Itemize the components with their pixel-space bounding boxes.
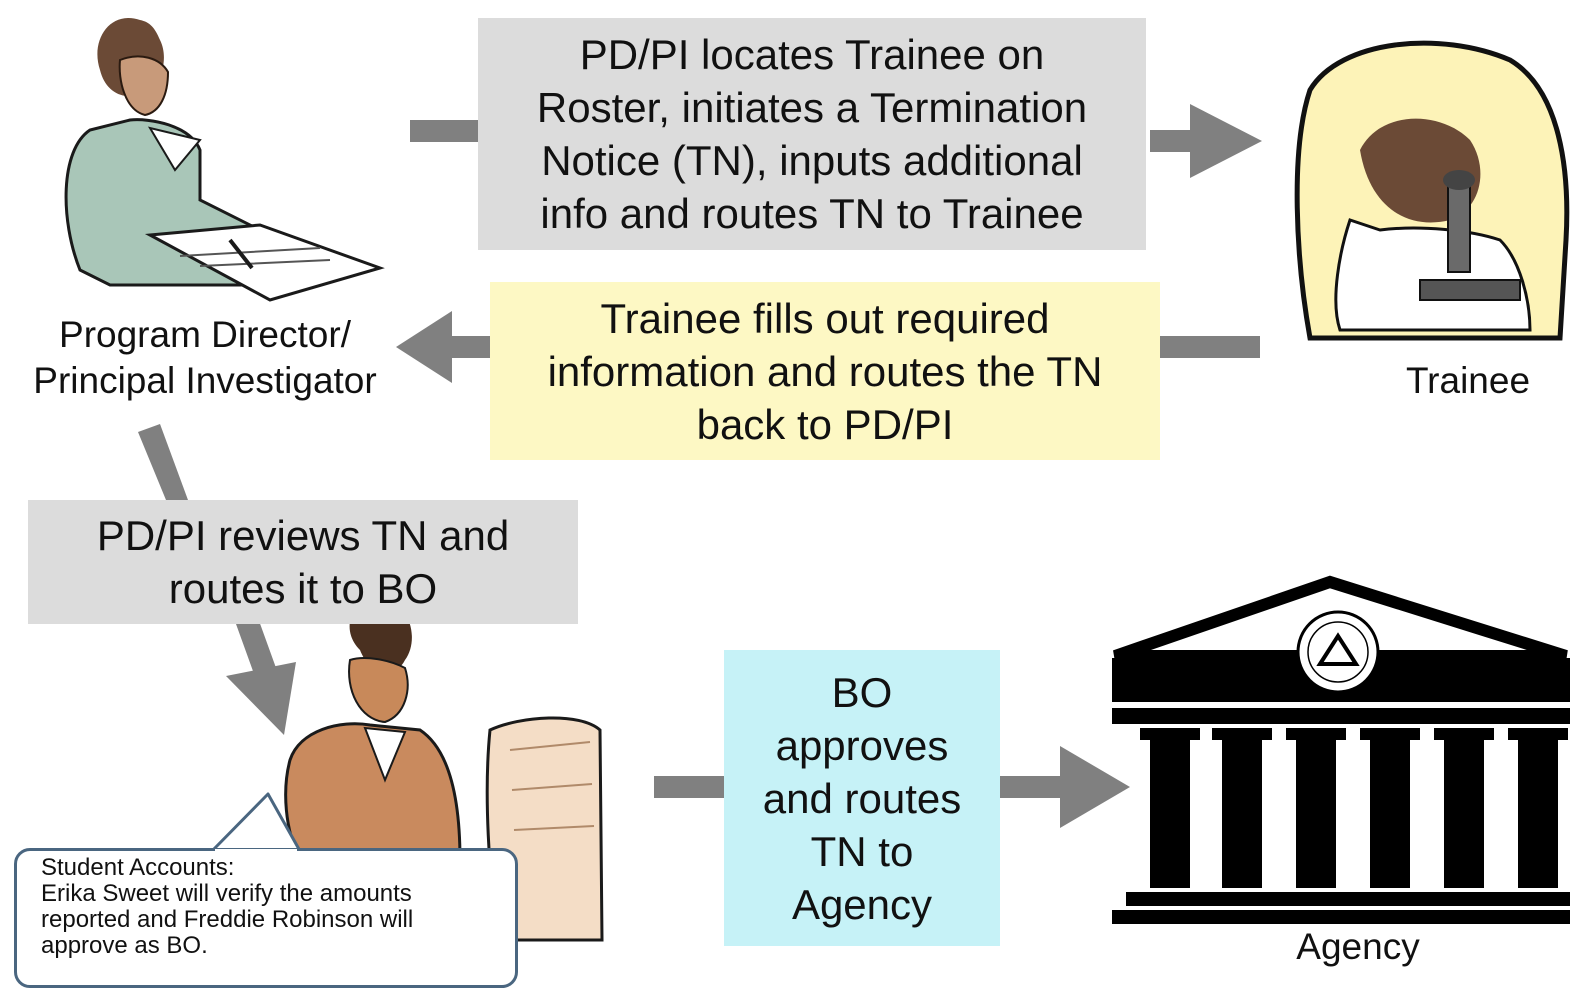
- step1-line: Notice (TN), inputs additional: [541, 137, 1083, 184]
- step4-line: and routes: [762, 774, 962, 822]
- connector-pdpi-to-step3: [138, 424, 188, 500]
- step4-line: approves: [775, 721, 949, 769]
- step2-line: information and routes the TN: [547, 347, 1103, 395]
- nih-building-icon: [1112, 575, 1570, 924]
- callout-line: Erika Sweet will verify the amounts: [41, 880, 412, 907]
- arrow-step4-to-agency: [1000, 746, 1130, 828]
- callout-line: Student Accounts:: [41, 854, 235, 881]
- step3-line: routes it to BO: [168, 565, 438, 612]
- step-pdpi-reviews: PD/PI reviews TN and routes it to BO: [28, 500, 578, 624]
- connector-pdpi-to-step1: [410, 120, 478, 142]
- arrow-step1-to-trainee: [1150, 104, 1262, 178]
- step4-line: Agency: [791, 880, 933, 928]
- step2-line: Trainee fills out required: [600, 294, 1050, 342]
- step4-line: BO: [831, 668, 893, 716]
- step4-line: TN to: [810, 827, 914, 875]
- connector-trainee-to-step2: [1160, 336, 1260, 358]
- step3-line: PD/PI reviews TN and: [96, 512, 510, 559]
- student-accounts-callout: Student Accounts: Erika Sweet will verif…: [14, 848, 518, 988]
- woman-reading-illustration: [64, 18, 385, 302]
- actor-label-pdpi: Program Director/ Principal Investigator: [0, 312, 410, 404]
- actor-label-trainee: Trainee: [1405, 360, 1531, 401]
- scientist-microscope-illustration: [1294, 40, 1570, 341]
- step-bo-approves: BO approves and routes TN to Agency: [724, 650, 1000, 946]
- step-trainee-fills: Trainee fills out required information a…: [490, 282, 1160, 460]
- arrow-step2-to-pdpi: [396, 311, 490, 383]
- actor-label-line: Principal Investigator: [33, 360, 377, 401]
- actor-label-agency: Agency: [1296, 926, 1420, 967]
- step1-line: info and routes TN to Trainee: [540, 190, 1084, 237]
- step1-line: PD/PI locates Trainee on: [579, 31, 1045, 78]
- arrow-step3-to-bo: [226, 618, 296, 735]
- callout-line: approve as BO.: [41, 932, 208, 959]
- nih-seal-icon: [1296, 610, 1380, 694]
- step2-line: back to PD/PI: [696, 400, 954, 448]
- actor-label-line: Program Director/: [59, 314, 351, 355]
- callout-line: reported and Freddie Robinson will: [41, 906, 414, 933]
- step-initiate-tn: PD/PI locates Trainee on Roster, initiat…: [478, 18, 1146, 250]
- connector-bo-to-step4: [654, 776, 724, 798]
- step1-line: Roster, initiates a Termination: [536, 84, 1088, 131]
